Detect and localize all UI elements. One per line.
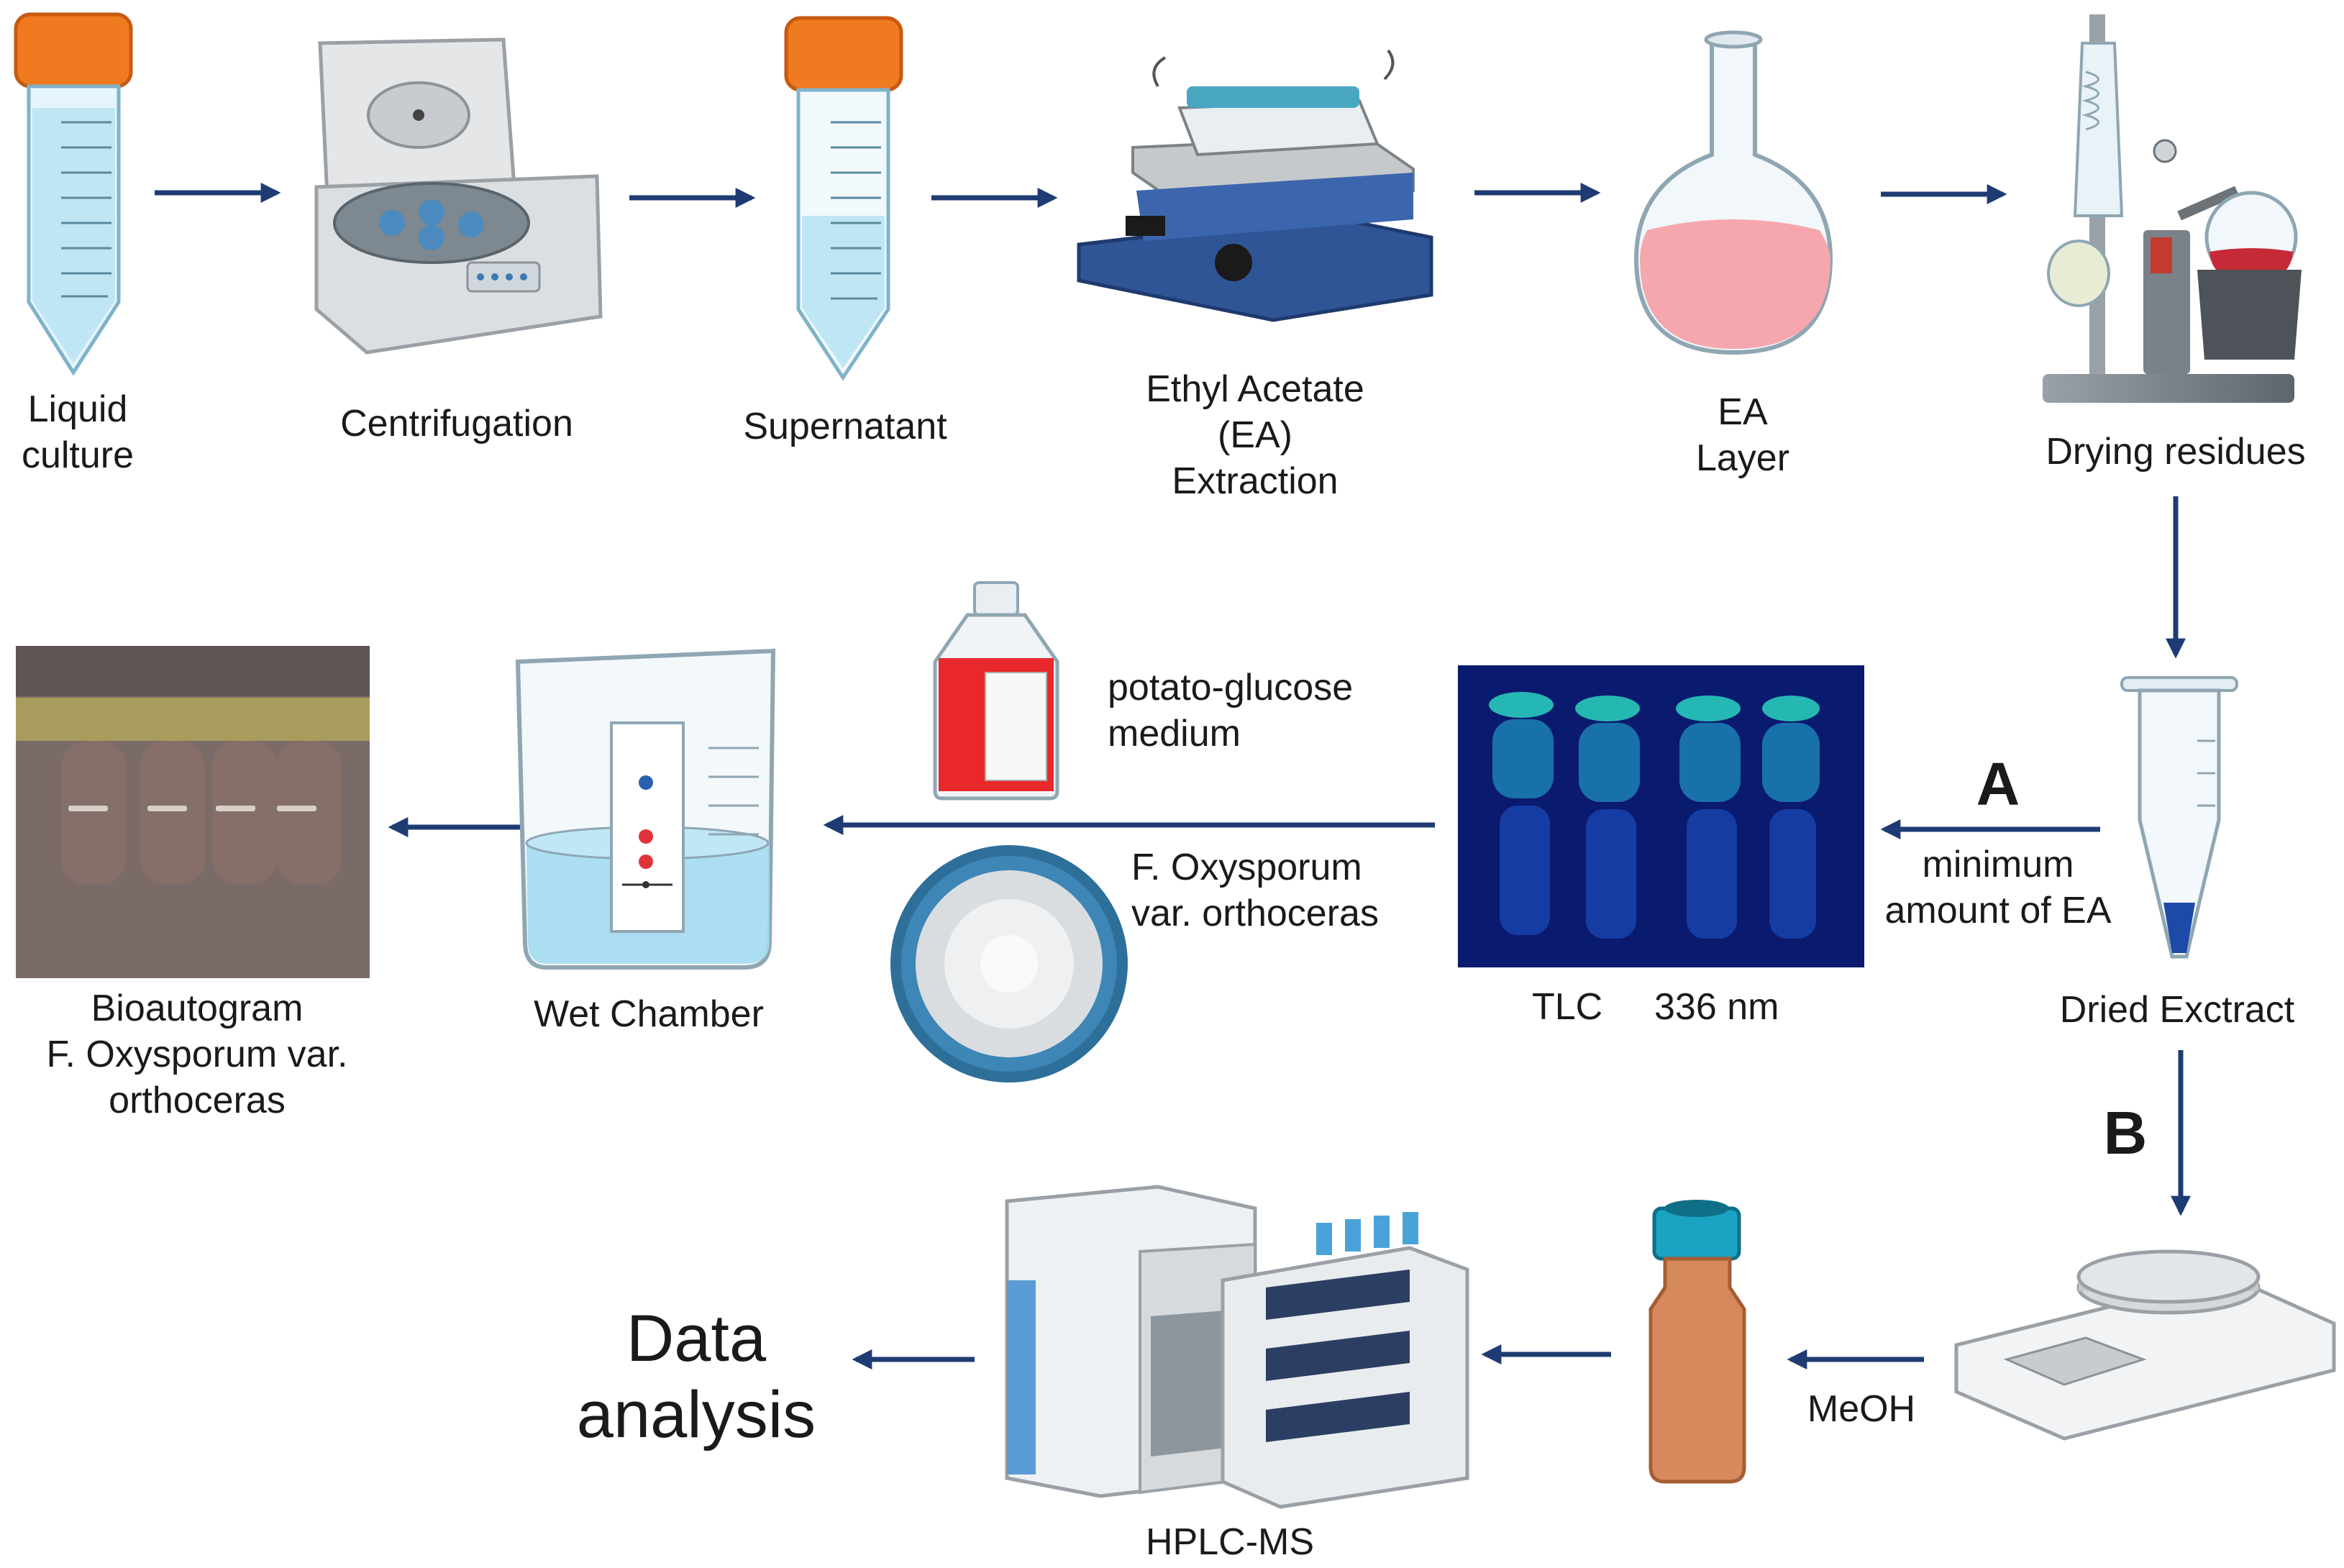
label-centrifugation: Centrifugation	[340, 401, 573, 447]
label-line: Liquid	[27, 388, 128, 430]
label-line: culture	[21, 434, 134, 476]
label-line: Supernatant	[743, 406, 947, 447]
rotary-evaporator-icon	[2043, 14, 2302, 403]
label-line: Extraction	[1172, 460, 1339, 502]
label-line: Layer	[1695, 437, 1790, 479]
eppendorf-tube-icon	[2120, 676, 2238, 959]
label-line: Drying residues	[2046, 431, 2306, 473]
label-bioautogram: Bioautogram F. Oxysporum var. orthoceras	[47, 985, 348, 1123]
label-ea-extraction: Ethyl Acetate (EA) Extraction	[1146, 366, 1364, 504]
label-line: analysis	[576, 1378, 816, 1451]
label-line: Ethyl Acetate	[1146, 368, 1364, 410]
branch-label-b: B	[2103, 1099, 2148, 1167]
label-potato-medium: potato-glucose medium	[1108, 665, 1353, 757]
label-fungus: F. Oxysporum var. orthoceras	[1131, 844, 1379, 936]
centrifuge-icon	[314, 37, 603, 355]
label-hplc-ms: HPLC-MS	[1146, 1519, 1314, 1565]
label-line: amount of EA	[1884, 890, 2112, 931]
label-line: F. Oxysporum	[1131, 847, 1362, 888]
label-line: F. Oxysporum var.	[46, 1034, 348, 1075]
petri-dish-fungus-icon	[890, 845, 1128, 1082]
label-line: Wet Chamber	[534, 993, 764, 1035]
label-line: EA	[1718, 391, 1768, 433]
bioautogram-image	[16, 646, 370, 978]
arrows	[155, 183, 2191, 1369]
label-dried-extract: Dried Exctract	[2060, 987, 2295, 1033]
label-line: potato-glucose	[1108, 667, 1354, 708]
label-line: orthoceras	[109, 1080, 286, 1121]
label-line: medium	[1108, 713, 1241, 755]
analytical-balance-icon	[1954, 1249, 2336, 1441]
label-data-analysis: Data analysis	[577, 1300, 816, 1453]
round-flask-icon	[1633, 30, 1833, 355]
hplc-ms-instrument-icon	[1005, 1185, 1469, 1509]
label-line: Dried Exctract	[2059, 989, 2295, 1031]
label-line: var. orthoceras	[1131, 893, 1379, 934]
branch-label-a: A	[1976, 750, 2020, 818]
medium-bottle-icon	[933, 581, 1059, 801]
label-supernatant: Supernatant	[743, 404, 947, 450]
label-line: Centrifugation	[340, 403, 573, 445]
label-liquid-culture: Liquid culture	[22, 386, 134, 478]
amber-vial-icon	[1648, 1200, 1746, 1484]
label-line: (EA)	[1218, 414, 1292, 456]
label-meoh: MeOH	[1807, 1388, 1916, 1430]
label-drying-residues: Drying residues	[2046, 429, 2305, 475]
shaker-icon	[1077, 49, 1433, 322]
tlc-plate-image	[1458, 665, 1864, 967]
label-line: Data	[626, 1302, 767, 1375]
label-tlc-wavelength: 336 nm	[1654, 986, 1779, 1028]
label-line: HPLC-MS	[1145, 1521, 1315, 1563]
supernatant-tube-icon	[784, 16, 903, 381]
wet-chamber-beaker-icon	[515, 648, 776, 970]
label-ea-layer: EA Layer	[1696, 389, 1789, 481]
label-tlc: TLC	[1532, 986, 1603, 1028]
label-minimum-ea: minimum amount of EA	[1884, 842, 2111, 934]
label-line: minimum	[1922, 844, 2074, 885]
label-line: Bioautogram	[91, 988, 304, 1029]
label-wet-chamber: Wet Chamber	[534, 991, 764, 1037]
falcon-tube-icon	[14, 12, 133, 376]
